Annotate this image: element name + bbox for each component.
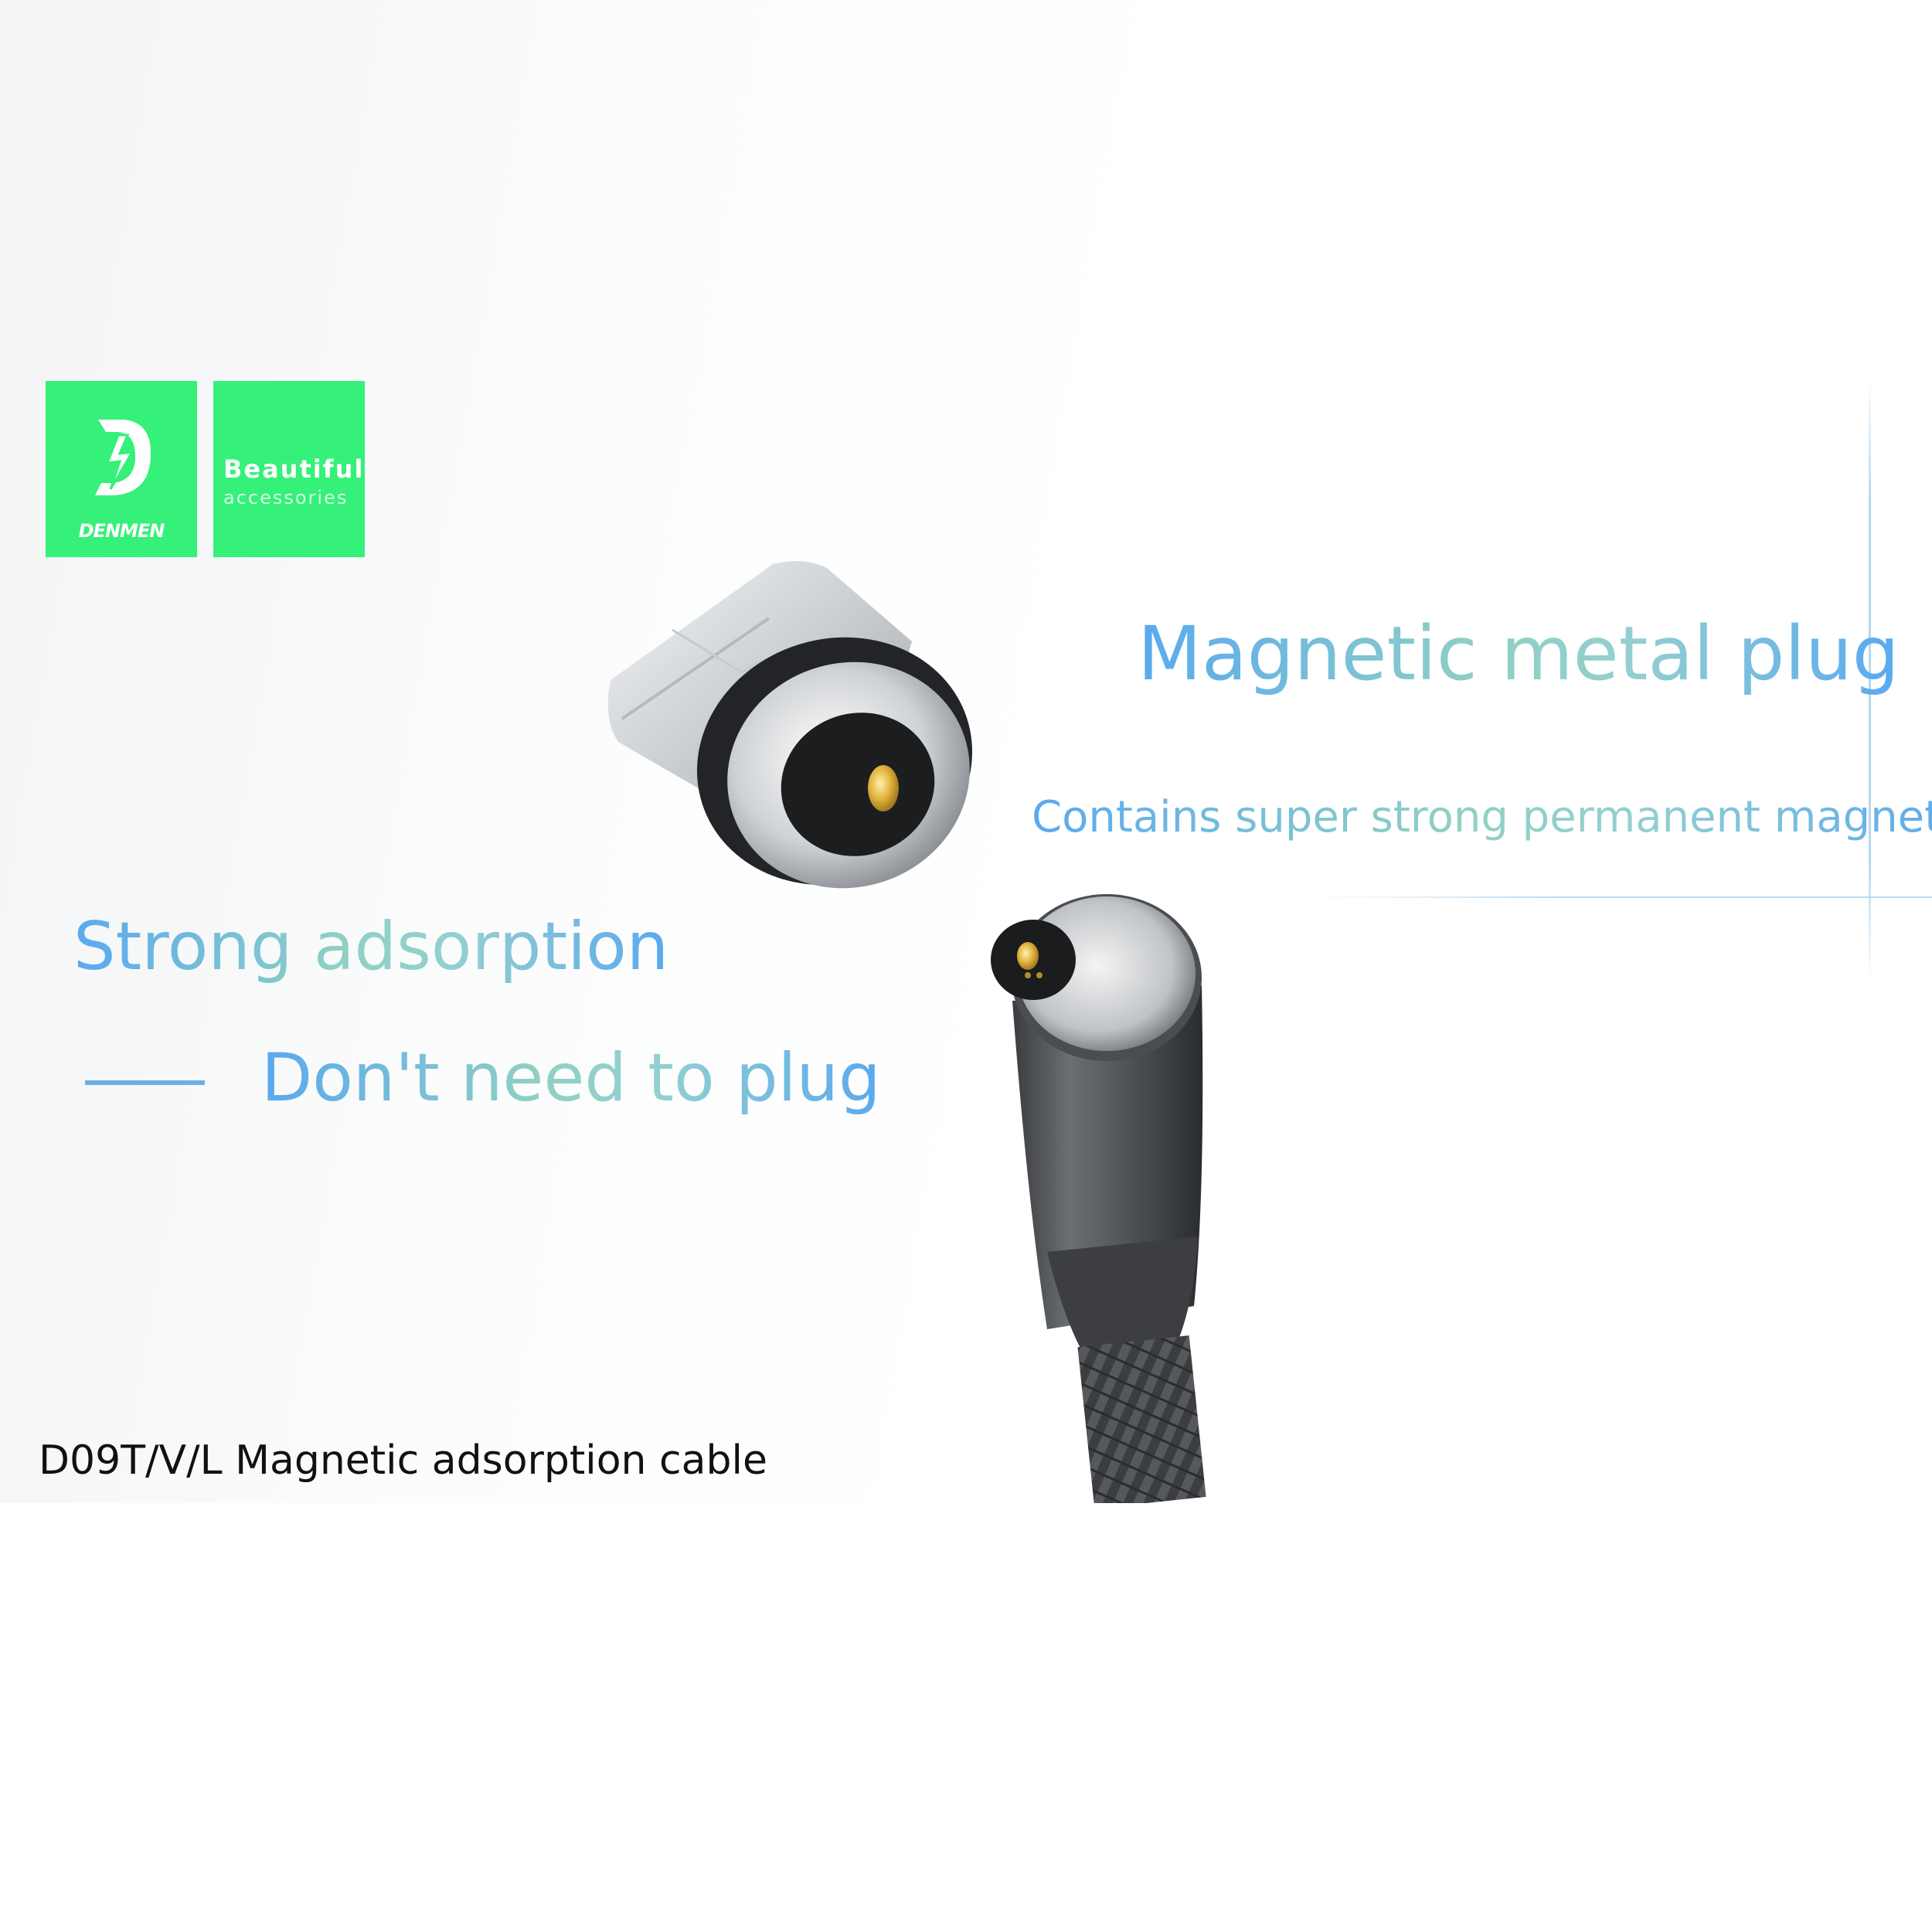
product-caption: D09T/V/L Magnetic adsorption cable bbox=[39, 1437, 767, 1484]
cable-connector-icon bbox=[991, 894, 1206, 1503]
tagline-secondary: accessories bbox=[223, 487, 349, 509]
magnets-subline: Contains super strong permanent magnets bbox=[1032, 792, 1932, 842]
tagline-primary: Beautiful bbox=[223, 454, 365, 484]
brand-wordmark: DENMEN bbox=[78, 520, 165, 542]
product-banner: DENMEN Beautiful accessories bbox=[0, 0, 1932, 1503]
brand-logo-tile: DENMEN bbox=[46, 381, 197, 557]
magnetic-plug-icon bbox=[607, 561, 973, 889]
decorative-horizontal-line bbox=[1314, 896, 1932, 898]
denmen-logo-icon bbox=[95, 420, 151, 495]
magnetic-plug-headline: Magnetic metal plug bbox=[1138, 611, 1900, 697]
accent-dash bbox=[85, 1080, 205, 1085]
brand-tagline-tile: Beautiful accessories bbox=[213, 381, 365, 557]
decorative-vertical-line bbox=[1869, 379, 1871, 981]
adsorption-headline: Strong adsorption bbox=[73, 908, 669, 985]
no-plug-subline: Don't need to plug bbox=[261, 1039, 881, 1117]
magnetic-cable-illustration bbox=[607, 561, 1206, 1503]
